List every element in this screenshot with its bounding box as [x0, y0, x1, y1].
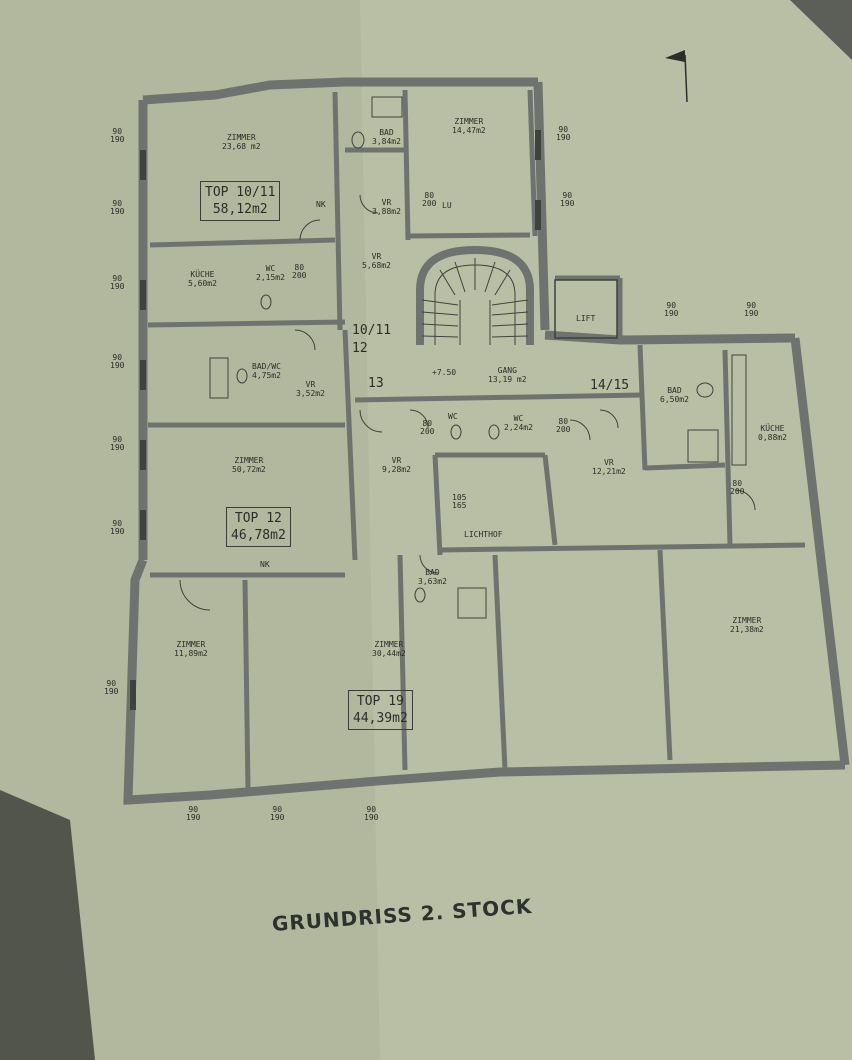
north-arrow-icon: [665, 50, 688, 103]
staircase: [416, 245, 534, 345]
top-label-10-11: TOP 10/11 58,12m2: [200, 181, 281, 221]
nk-label: NK: [260, 560, 270, 569]
top-label-19: TOP 19 44,39m2: [348, 690, 413, 730]
room-lift: LIFT: [576, 314, 596, 323]
window-marks: [130, 130, 541, 710]
interior-walls: [147, 89, 806, 791]
room-wc-b: WC: [448, 412, 458, 421]
top-name: TOP 12: [234, 511, 282, 526]
level-marker: +7.50: [432, 368, 457, 377]
top-area: 44,39m2: [353, 711, 408, 726]
unit-number: 13: [368, 376, 384, 391]
unit-number: 10/11: [352, 323, 392, 338]
paper-corner-shadow: [0, 790, 95, 1060]
top-label-12: TOP 12 46,78m2: [226, 507, 291, 547]
top-name: TOP 10/11: [205, 185, 276, 200]
nk-label: NK: [316, 200, 326, 209]
door-swings: [179, 194, 756, 611]
top-area: 46,78m2: [231, 528, 286, 543]
room-lichthof: LICHTHOF: [464, 530, 503, 539]
lift-shaft: [554, 279, 618, 339]
top-area: 58,12m2: [212, 202, 268, 217]
sanitary-fixtures: [209, 96, 747, 619]
lu-label: LU: [442, 201, 452, 210]
top-name: TOP 19: [356, 694, 404, 709]
unit-number: 12: [352, 341, 368, 356]
paper-fold-shade: [0, 0, 380, 1060]
unit-number: 14/15: [590, 378, 630, 393]
